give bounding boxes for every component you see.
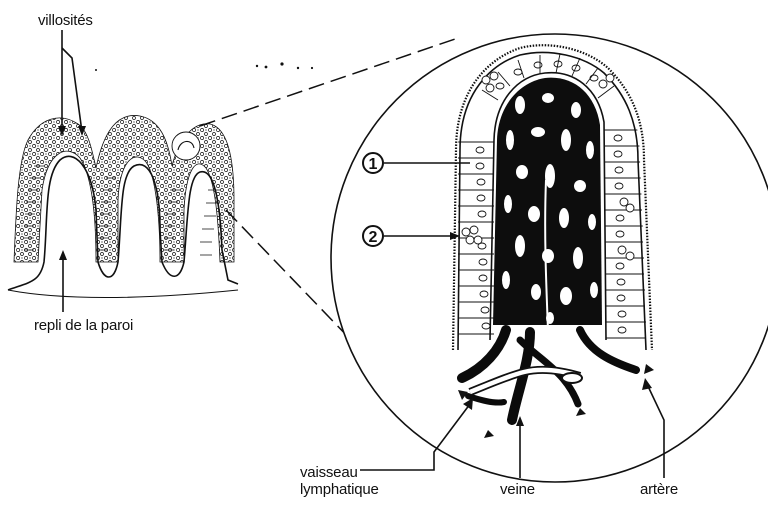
label-lymphatique: lymphatique	[300, 481, 379, 498]
selected-villus-tip	[172, 132, 200, 160]
label-vaisseau: vaisseau	[300, 464, 358, 481]
marker-2-number: 2	[369, 229, 378, 246]
scan-noise	[95, 62, 313, 71]
repli-arrowhead	[59, 250, 67, 260]
capillary-network	[490, 70, 610, 340]
label-repli: repli de la paroi	[34, 317, 133, 334]
wall-fold-drawing	[8, 115, 238, 297]
wall-base	[8, 290, 238, 298]
villosites-pointer	[58, 30, 86, 136]
label-villosites: villosités	[38, 12, 93, 29]
marker-1-number: 1	[369, 156, 378, 173]
label-veine: veine	[500, 481, 535, 498]
label-artere: artère	[640, 481, 678, 498]
